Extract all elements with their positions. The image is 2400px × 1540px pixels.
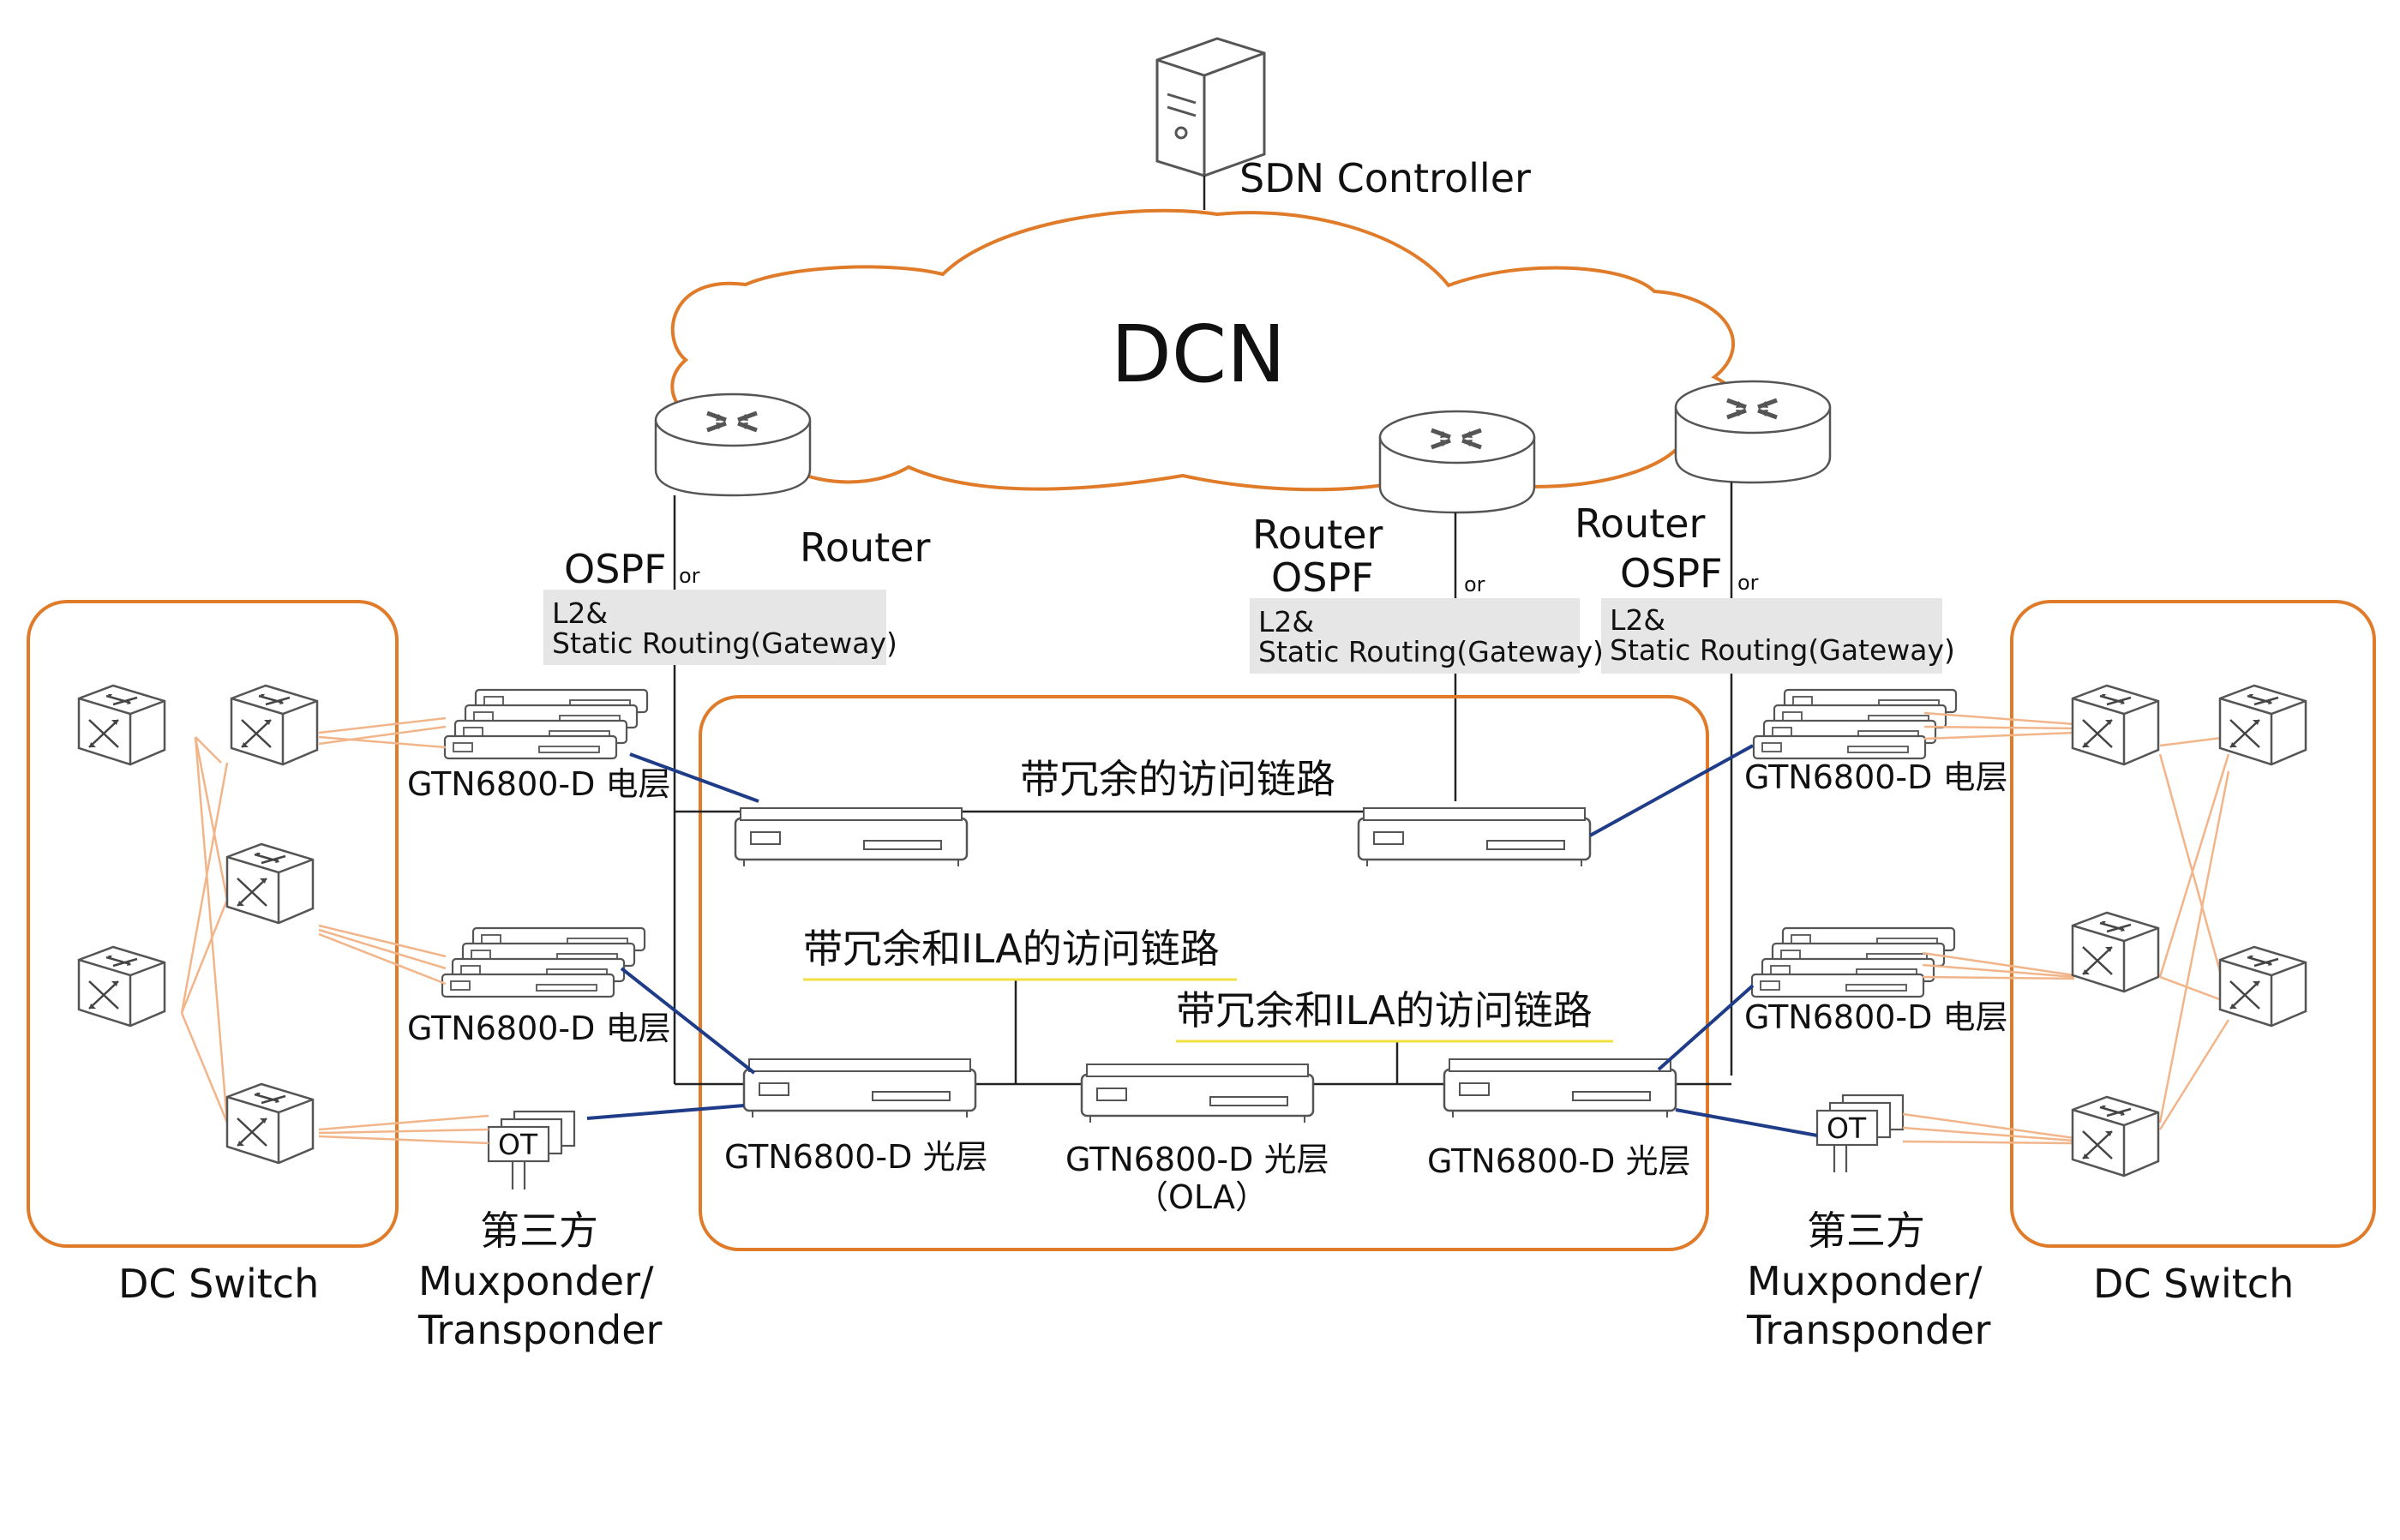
link-caption-ila-1: 带冗余和ILA的访问链路 [803,926,1220,972]
ospf-label-right: OSPF [1620,550,1723,596]
or-label-middle: or [1464,572,1485,596]
third-party-line2-right: Muxponder/ [1747,1258,1983,1304]
core-device-top-left [734,806,969,868]
switch-icon-right-5 [2071,1095,2160,1177]
core-device-top-right [1357,806,1592,868]
navy-links [586,744,1818,1137]
routing-line2-right: Static Routing(Gateway) [1610,633,1955,667]
electrical-label-right-bottom: GTN6800-D 电层 [1744,998,2008,1036]
peach-links-right [1902,711,2230,1145]
electrical-stack-left-top [443,688,649,760]
third-party-line3-right: Transponder [1746,1307,1991,1353]
dc-switch-label-left: DC Switch [118,1261,319,1307]
switch-icon-right-1 [2071,684,2160,766]
ot-device-left [487,1110,576,1189]
dcn-label: DCN [1111,309,1286,400]
switch-icon-left-2 [230,684,319,766]
third-party-line3-left: Transponder [417,1307,663,1353]
switch-icon-right-4 [2218,945,2307,1028]
optical-label-right: GTN6800-D 光层 [1427,1142,1691,1180]
optical-label-left: GTN6800-D 光层 [724,1138,988,1176]
optical-node-middle [1080,1063,1315,1124]
routing-box-middle [1250,598,1580,674]
switch-icon-left-1 [77,684,166,766]
optical-label-ola: （OLA） [1136,1178,1268,1216]
switch-icon-right-2 [2218,684,2307,766]
electrical-stack-left-bottom [441,926,646,998]
routing-box-right [1601,598,1942,674]
switch-icon-left-3 [225,842,315,925]
electrical-stack-right-top [1752,688,1958,760]
switch-icon-right-3 [2071,911,2160,993]
link-caption-redundant: 带冗余的访问链路 [1020,756,1335,802]
routing-line2-middle: Static Routing(Gateway) [1258,635,1604,668]
router-icon-left [656,394,810,495]
router-icon-middle [1380,411,1534,512]
server-icon [1155,37,1266,177]
or-label-left: or [679,564,700,588]
routing-line1-right: L2& [1610,603,1665,637]
routing-line2-left: Static Routing(Gateway) [552,626,897,660]
optical-node-left [742,1058,977,1119]
ot-device-right [1815,1094,1905,1172]
switch-icon-left-5 [225,1082,315,1165]
electrical-stack-right-bottom [1750,926,1956,998]
router-label-right: Router [1575,500,1706,547]
router-icon-right [1676,381,1830,482]
peach-links-left [180,716,489,1145]
or-label-right: or [1737,571,1759,595]
link-caption-ila-2: 带冗余和ILA的访问链路 [1176,987,1593,1034]
core-network-box [699,695,1709,1251]
router-label-middle: Router [1252,512,1383,558]
ospf-label-middle: OSPF [1271,554,1374,601]
ot-label-left: OT [498,1128,538,1161]
ospf-label-left: OSPF [564,546,667,592]
routing-line1-left: L2& [552,596,608,630]
optical-node-right [1443,1058,1677,1119]
third-party-line2-left: Muxponder/ [418,1258,654,1304]
optical-label-middle: GTN6800-D 光层 [1065,1141,1329,1178]
router-label-left: Router [800,524,931,571]
electrical-label-left-top: GTN6800-D 电层 [407,765,671,803]
electrical-label-left-bottom: GTN6800-D 电层 [407,1010,671,1047]
third-party-line1-right: 第三方 [1807,1207,1925,1254]
electrical-label-right-top: GTN6800-D 电层 [1744,758,2008,796]
third-party-line1-left: 第三方 [480,1207,598,1254]
sdn-controller-label: SDN Controller [1239,155,1531,201]
dc-switch-box-right [2010,600,2376,1248]
dc-switch-box-left [27,600,399,1248]
routing-line1-middle: L2& [1258,605,1314,638]
dc-switch-label-right: DC Switch [2093,1261,2294,1307]
ot-label-right: OT [1827,1112,1867,1145]
routing-box-left [543,590,886,665]
switch-icon-left-4 [77,945,166,1028]
